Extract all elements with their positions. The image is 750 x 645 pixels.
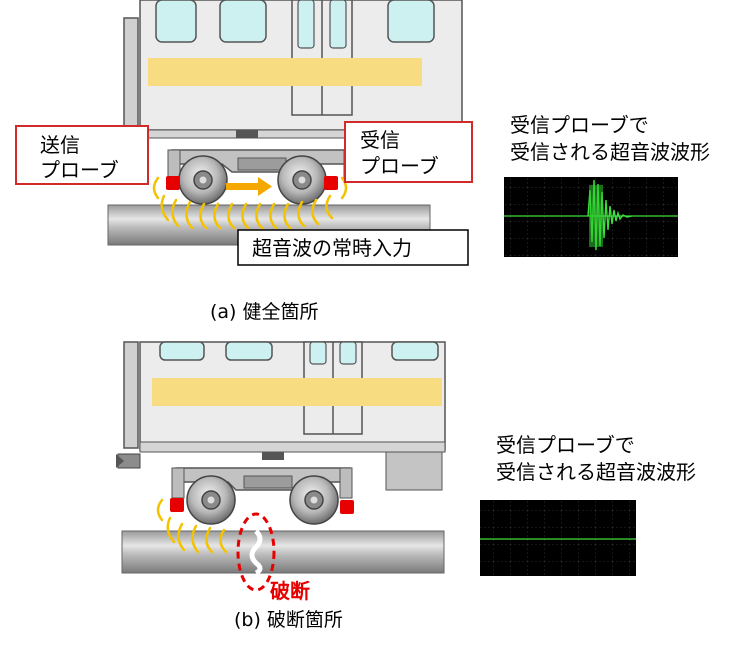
panel-b: 破断 受信プローブで 受信される超音波波形 (b) 破断箇所 bbox=[116, 341, 696, 631]
stripe bbox=[152, 378, 442, 406]
train-car-b bbox=[116, 341, 446, 491]
probe-icon bbox=[170, 498, 184, 512]
wheel-icon bbox=[277, 155, 327, 205]
window bbox=[159, 341, 205, 361]
break-highlight bbox=[236, 512, 276, 592]
ultrasonic-wave-icon bbox=[152, 176, 348, 230]
waveform-title-a-2: 受信される超音波波形 bbox=[510, 140, 710, 164]
ultrasonic-wave-icon bbox=[156, 498, 228, 554]
continuous-input-label: 超音波の常時入力 bbox=[252, 236, 412, 260]
probe-icon bbox=[166, 176, 180, 190]
train-car-a bbox=[123, 0, 463, 139]
window bbox=[391, 341, 439, 361]
waveform-title-b-2: 受信される超音波波形 bbox=[496, 460, 696, 484]
continuous-input-box bbox=[237, 229, 469, 266]
break-label: 破断 bbox=[270, 579, 310, 603]
wheel-icon bbox=[289, 475, 339, 525]
window bbox=[155, 0, 197, 43]
receive-probe-label-1: 受信 bbox=[360, 128, 400, 152]
wheel-icon bbox=[178, 155, 228, 205]
waveform-title-b-1: 受信プローブで bbox=[496, 433, 635, 457]
direction-arrow-icon bbox=[226, 177, 272, 196]
transmit-probe-label-box bbox=[15, 125, 149, 185]
rail bbox=[121, 530, 445, 574]
panel-a: 送信 プローブ 受信 プローブ 超音波の常時入力 受信プローブで 受信される超音… bbox=[15, 0, 710, 323]
wheel-icon bbox=[186, 475, 236, 525]
window bbox=[225, 341, 273, 361]
probe-icon bbox=[324, 176, 338, 190]
probe-icon bbox=[340, 500, 354, 514]
waveform-title-a-1: 受信プローブで bbox=[510, 113, 649, 137]
window bbox=[387, 0, 435, 43]
transmit-probe-label-1: 送信 bbox=[40, 133, 80, 157]
receive-probe-label-2: プローブ bbox=[360, 154, 439, 178]
underfloor-box bbox=[385, 451, 443, 491]
receive-probe-label-box bbox=[344, 121, 473, 183]
transmit-probe-label-2: プローブ bbox=[40, 158, 119, 182]
oscilloscope-b bbox=[480, 500, 636, 576]
rail-break bbox=[249, 529, 263, 576]
caption-a: (a) 健全箇所 bbox=[210, 301, 319, 323]
oscilloscope-a bbox=[504, 177, 678, 257]
stripe bbox=[148, 58, 422, 86]
caption-b: (b) 破断箇所 bbox=[234, 609, 343, 631]
window bbox=[219, 0, 267, 43]
